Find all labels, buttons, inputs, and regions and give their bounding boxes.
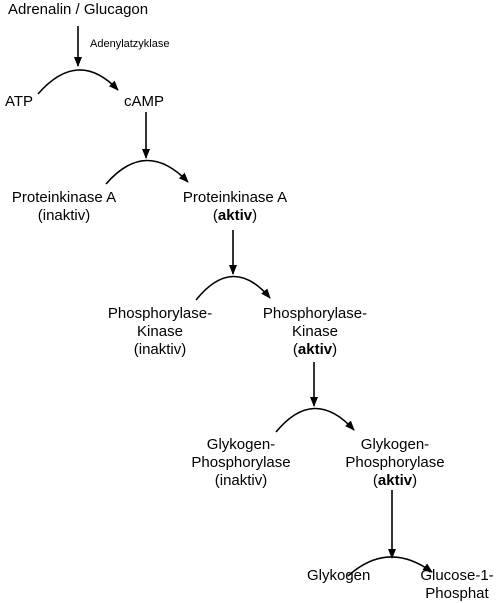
phk-inactive-label: Phosphorylase- Kinase (inaktiv) [107,305,213,358]
reaction-arc-pka [105,159,189,185]
reaction-arc-glykogen [347,556,433,577]
camp-label: cAMP [124,93,165,110]
glucose-1-phosphat-label: Glucose-1- Phosphat [420,567,494,602]
reaction-arc-gp [275,407,355,433]
reaction-arc-atp-camp [37,69,119,95]
gp-active-label: Glykogen- Phosphorylase (aktiv) [345,436,445,489]
pka-active-label: Proteinkinase A (aktiv) [182,189,288,224]
gp-inactive-label: Glykogen- Phosphorylase (inaktiv) [191,436,291,489]
atp-label: ATP [5,93,34,110]
pka-inactive-label: Proteinkinase A (inaktiv) [11,189,117,224]
phk-active-label: Phosphorylase- Kinase (aktiv) [262,305,368,358]
reaction-arc-phk [195,275,271,301]
glykogen-label: Glykogen [307,567,371,584]
hormone-label: Adrenalin / Glucagon [8,1,149,18]
enzyme-label: Adenylatzyklase [90,38,170,50]
